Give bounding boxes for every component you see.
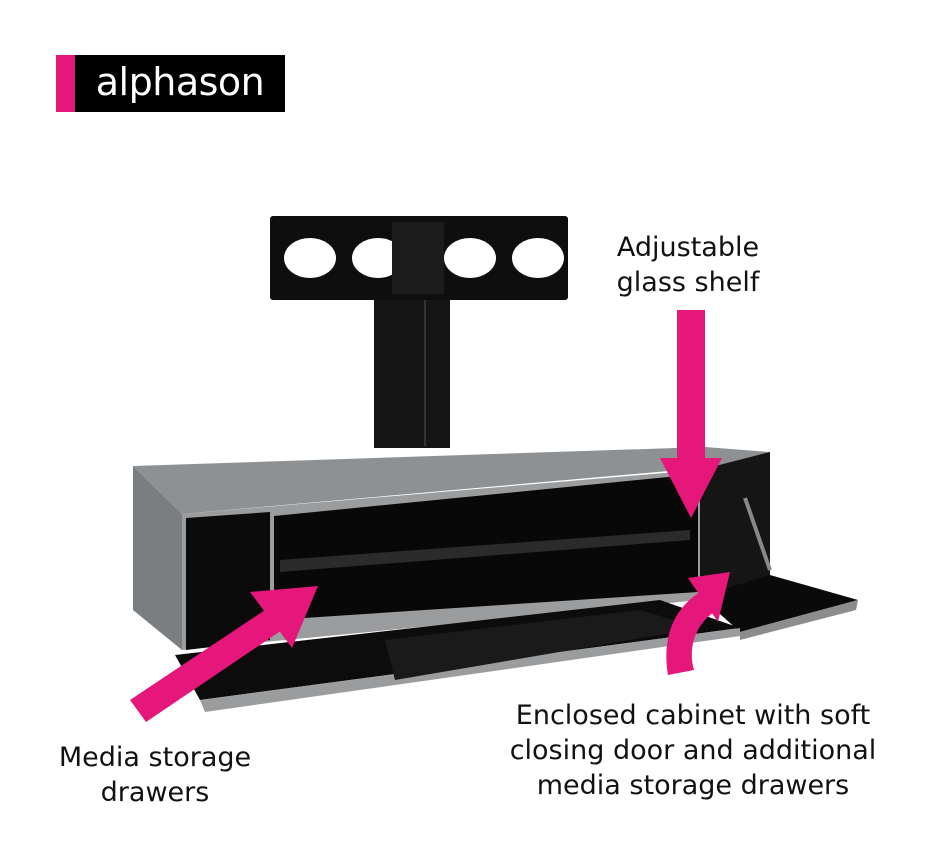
arrow-to-drawers xyxy=(130,586,318,722)
media-cabinet xyxy=(133,447,858,712)
arrow-to-shelf xyxy=(660,310,722,518)
tv-mount-bracket xyxy=(270,216,568,300)
callout-line: Enclosed cabinet with soft xyxy=(515,700,871,731)
callout-shelf: Adjustable glass shelf xyxy=(588,230,788,300)
callout-line: media storage drawers xyxy=(536,770,850,801)
stand-pole xyxy=(374,288,450,448)
callout-line: drawers xyxy=(100,777,210,808)
callout-drawers: Media storage drawers xyxy=(30,740,280,810)
callout-line: Adjustable xyxy=(616,232,760,263)
callout-cabinet: Enclosed cabinet with soft closing door … xyxy=(493,698,893,803)
callout-line: Media storage xyxy=(58,742,252,773)
logo-accent-bar xyxy=(56,55,75,112)
callout-line: closing door and additional xyxy=(509,735,877,766)
arrow-to-cabinet xyxy=(666,572,730,675)
brand-logo: alphason xyxy=(56,55,285,112)
callout-line: glass shelf xyxy=(616,267,760,298)
logo-text: alphason xyxy=(75,55,285,112)
